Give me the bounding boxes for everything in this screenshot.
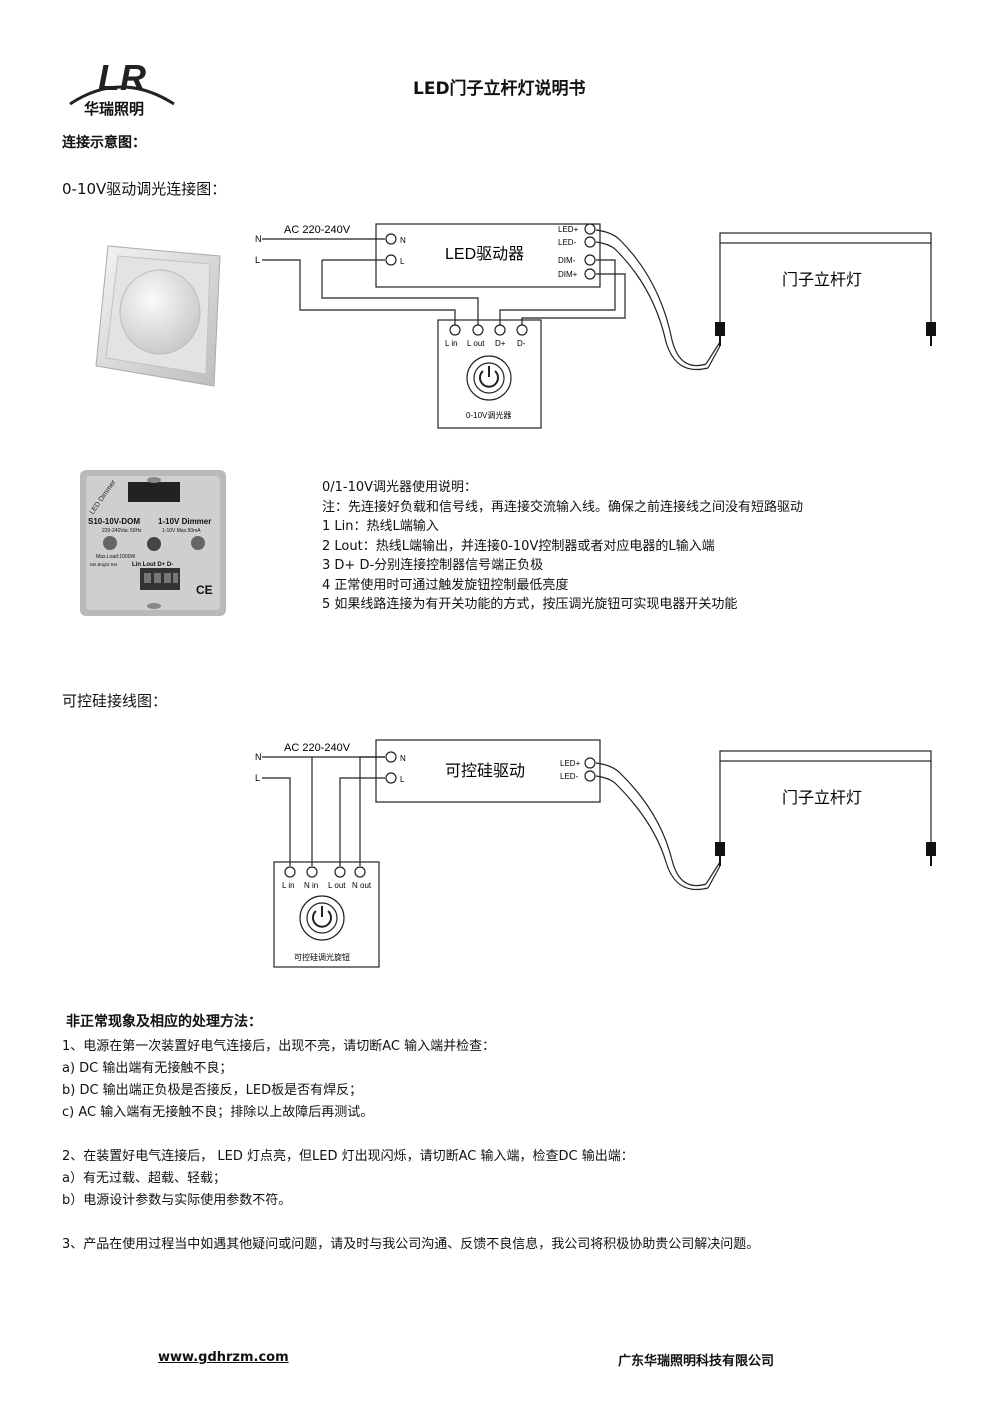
troubleshoot-item: 2、在装置好电气连接后， LED 灯点亮，但LED 灯出现闪烁，请切断AC 输入… (62, 1149, 634, 1164)
module-max-load: Max.Load:1000W (96, 554, 135, 560)
troubleshoot-item: a）有无过载、超载、轻载； (62, 1171, 226, 1186)
driver-label: 可控硅驱动 (445, 762, 525, 780)
module-model: S10-10V-DOM (88, 517, 140, 526)
module-spec-dc: 1-10V Max.50mA (162, 528, 201, 534)
l-label: L (255, 255, 260, 265)
troubleshoot-item: b）电源设计参数与实际使用参数不符。 (62, 1193, 292, 1208)
logo-text: 华瑞照明 (84, 100, 144, 118)
driver-l-label: L (400, 775, 405, 784)
instructions-block: 0/1-10V调光器使用说明： 注：先连接好负载和信号线，再连接交流输入线。确保… (322, 478, 803, 615)
troubleshoot-item: 3、产品在使用过程当中如遇其他疑问或问题，请及时与我公司沟通、反馈不良信息，我公… (62, 1237, 760, 1252)
terminal-label: L in (282, 881, 295, 890)
module-min-bright: Mn.Bright Set (90, 562, 118, 567)
section-connection-heading: 连接示意图： (62, 135, 146, 151)
section-triac-heading: 可控硅接线图： (62, 692, 168, 710)
driver-label: LED驱动器 (445, 245, 524, 263)
dimmer-module-photo: LED Dimmer S10-10V-DOM 1-10V Dimmer 220-… (80, 470, 226, 616)
dimmer-label: 0-10V调光器 (466, 410, 511, 420)
led-minus-label: LED- (560, 772, 579, 781)
instruction-line: 4 正常使用时可通过触发旋钮控制最低亮度 (322, 577, 569, 593)
n-label: N (255, 752, 262, 762)
ac-label: AC 220-240V (284, 742, 351, 754)
instruction-line: 5 如果线路连接为有开关功能的方式，按压调光旋钮可实现电器开关功能 (322, 597, 738, 612)
instructions-title: 0/1-10V调光器使用说明： (322, 480, 478, 495)
instruction-line: 2 Lout：热线L端输出，并连接0-10V控制器或者对应电器的L输入端 (322, 538, 715, 554)
terminal-label: N in (304, 881, 318, 890)
led-plus-label: LED+ (560, 759, 581, 768)
diagram-triac: AC 220-240V N L N L 可控硅驱动 LED+ LED- 门子立杆… (250, 735, 950, 975)
dim-plus-label: DIM+ (558, 270, 578, 279)
led-plus-label: LED+ (558, 225, 579, 234)
diagram-010v: AC 220-240V N L N L LED驱动器 LED+ LED- DIM… (250, 215, 950, 435)
svg-text:LR: LR (98, 57, 146, 98)
troubleshoot-block: 1、电源在第一次装置好电气连接后，出现不亮，请切断AC 输入端并检查： a) D… (62, 1036, 759, 1256)
dimmer-label: 可控硅调光旋钮 (294, 952, 350, 962)
module-type: 1-10V Dimmer (158, 517, 211, 526)
troubleshoot-item: b) DC 输出端正负极是否接反，LED板是否有焊反； (62, 1083, 363, 1098)
instruction-line: 注：先连接好负载和信号线，再连接交流输入线。确保之前连接线之间没有短路驱动 (322, 499, 804, 515)
dimmer-knob-photo (88, 236, 228, 401)
lamp-label: 门子立杆灯 (782, 789, 862, 807)
troubleshoot-title: 非正常现象及相应的处理方法： (66, 1014, 262, 1030)
lamp-label: 门子立杆灯 (782, 271, 862, 289)
instruction-line: 3 D+ D-分别连接控制器信号端正负极 (322, 558, 544, 573)
company-name: 广东华瑞照明科技有限公司 (618, 1354, 775, 1369)
page-title: LED门子立杆灯说明书 (413, 79, 586, 99)
driver-n-label: N (400, 754, 406, 763)
terminal-label: L out (328, 881, 346, 890)
terminal-label: N out (352, 881, 372, 890)
terminal-label: L in (445, 339, 458, 348)
driver-n-label: N (400, 236, 406, 245)
terminal-label: L out (467, 339, 485, 348)
company-logo: LR 华瑞照明 (62, 42, 180, 120)
module-spec-ac: 220-240Vac 50Hz (102, 528, 142, 534)
ce-mark: CE (196, 583, 213, 597)
troubleshoot-item: 1、电源在第一次装置好电气连接后，出现不亮，请切断AC 输入端并检查： (62, 1039, 496, 1054)
dim-minus-label: DIM- (558, 256, 576, 265)
ac-label: AC 220-240V (284, 224, 351, 236)
led-minus-label: LED- (558, 238, 577, 247)
n-label: N (255, 234, 262, 244)
driver-l-label: L (400, 257, 405, 266)
website-link[interactable]: www.gdhrzm.com (158, 1350, 289, 1365)
troubleshoot-item: c) AC 输入端有无接触不良；排除以上故障后再测试。 (62, 1105, 374, 1120)
instruction-line: 1 Lin：热线L端输入 (322, 519, 439, 534)
l-label: L (255, 773, 260, 783)
module-terminals: Lin Lout D+ D- (132, 562, 173, 568)
section-010v-heading: 0-10V驱动调光连接图： (62, 180, 227, 198)
terminal-label: D- (517, 339, 526, 348)
terminal-label: D+ (495, 339, 506, 348)
troubleshoot-item: a) DC 输出端有无接触不良； (62, 1061, 233, 1076)
